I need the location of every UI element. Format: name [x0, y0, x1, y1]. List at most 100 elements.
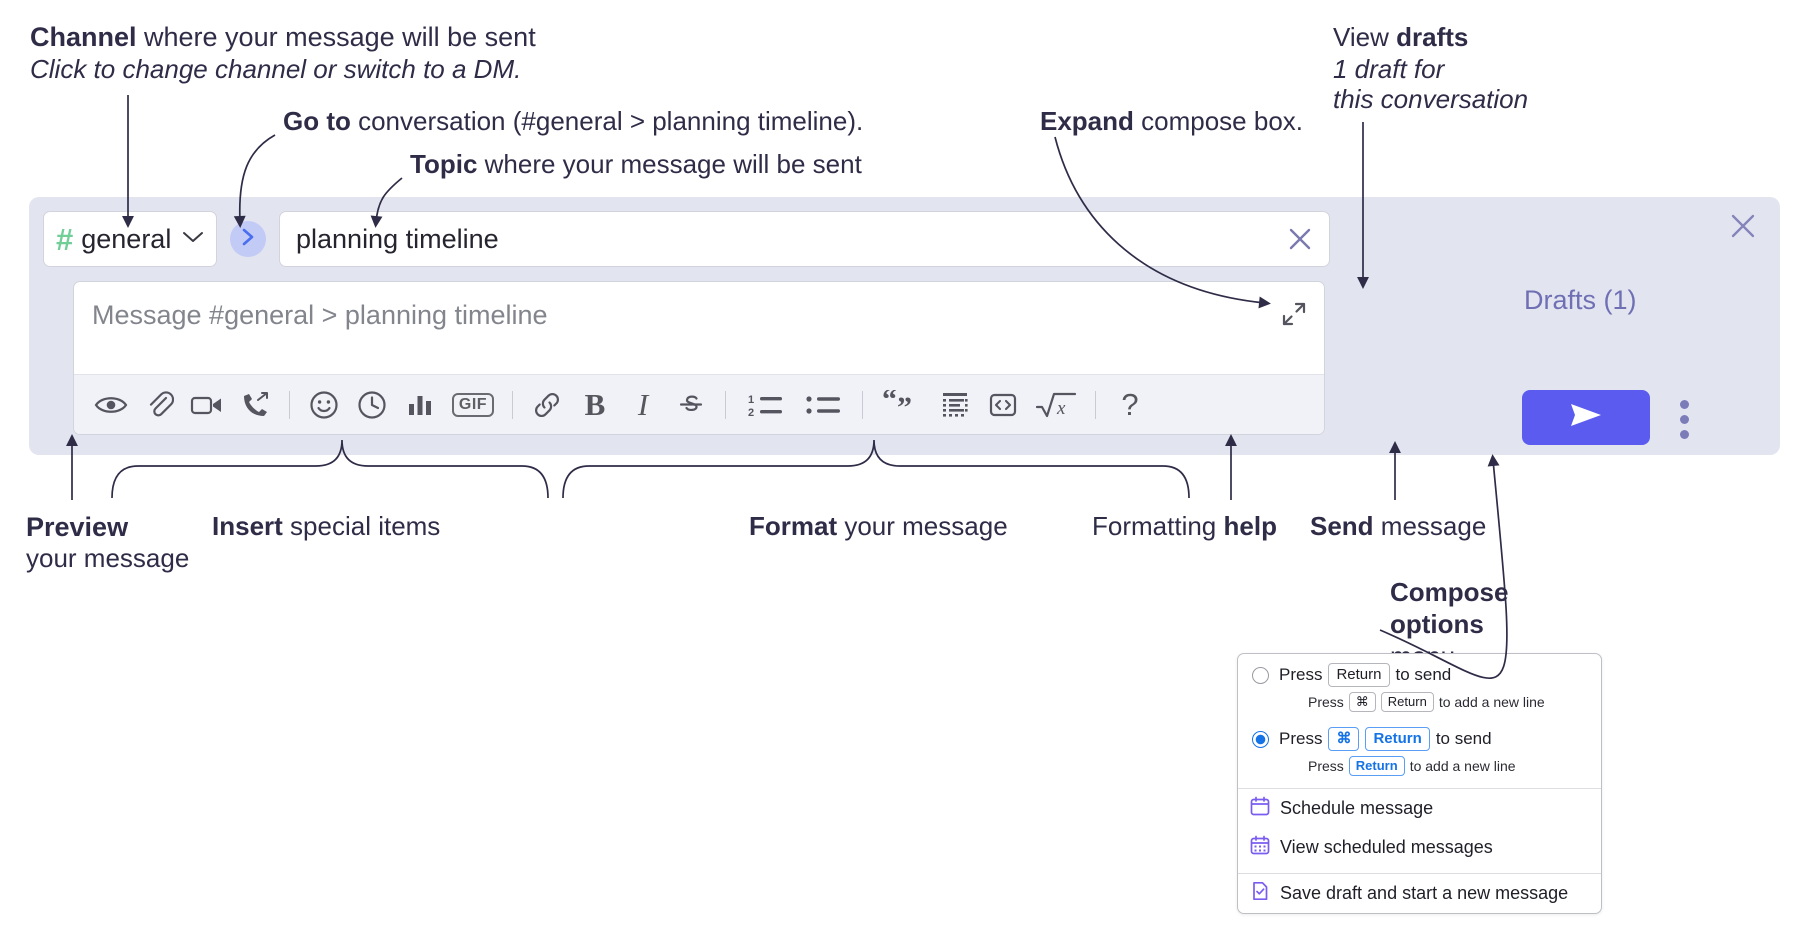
opt2-sub-post: to add a new line: [1409, 757, 1516, 774]
opt1-post: to send: [1395, 665, 1452, 685]
opt2-key-cmd: ⌘: [1328, 726, 1360, 752]
annotation-expand-rest: compose box.: [1133, 106, 1304, 136]
video-icon[interactable]: [184, 383, 230, 427]
annotation-send: Send message: [1310, 510, 1486, 543]
annotation-topic: Topic where your message will be sent: [410, 148, 862, 181]
paperclip-icon[interactable]: [136, 383, 182, 427]
send-option-return[interactable]: Press Return to send Press ⌘ Return to a…: [1238, 654, 1601, 718]
annotation-send-rest: message: [1373, 511, 1487, 541]
annotation-drafts-sub1-text: 1 draft for: [1333, 54, 1445, 84]
radio-cmd-return[interactable]: [1252, 730, 1269, 748]
code-block-icon[interactable]: [932, 383, 978, 427]
annotation-insert-rest: special items: [282, 511, 441, 541]
link-icon[interactable]: [524, 383, 570, 427]
svg-text:x: x: [1056, 398, 1066, 419]
document-check-icon: [1250, 881, 1270, 906]
kebab-dot-3: [1680, 430, 1689, 439]
annotation-insert: Insert special items: [212, 510, 440, 543]
toolbar-divider: [289, 390, 290, 419]
annotation-drafts-sub2: this conversation: [1333, 83, 1528, 116]
opt1-sub-key-return: Return: [1380, 692, 1434, 712]
menu-item-label: View scheduled messages: [1280, 836, 1493, 857]
annotation-drafts: View drafts: [1333, 21, 1468, 54]
message-input-area[interactable]: Message #general > planning timeline: [73, 281, 1325, 435]
annotation-preview: Preview: [26, 510, 128, 545]
toolbar-divider-2: [512, 390, 513, 419]
compose-options-menu: Press Return to send Press ⌘ Return to a…: [1237, 653, 1602, 914]
send-option-cmd-return[interactable]: Press ⌘ Return to send Press Return to a…: [1238, 718, 1601, 782]
emoji-icon[interactable]: [301, 383, 347, 427]
menu-item-save-draft[interactable]: Save draft and start a new message: [1238, 874, 1601, 913]
svg-text:”: ”: [897, 391, 912, 420]
message-placeholder: Message #general > planning timeline: [92, 300, 548, 330]
annotation-compose-line2: options: [1390, 609, 1484, 639]
send-option-cmd-return-sub: Press Return to add a new line: [1308, 756, 1516, 776]
opt1-sub-post: to add a new line: [1438, 694, 1545, 711]
svg-text:2: 2: [748, 407, 754, 419]
calendar-icon: [1250, 796, 1270, 821]
annotation-format: Format your message: [749, 510, 1008, 543]
chevron-right-icon: [240, 227, 256, 252]
code-icon[interactable]: [980, 383, 1026, 427]
eye-icon[interactable]: [88, 383, 134, 427]
send-button[interactable]: [1522, 390, 1650, 445]
drafts-link[interactable]: Drafts (1): [1524, 285, 1637, 315]
annotation-goto-rest: conversation (#general > planning timeli…: [350, 106, 864, 136]
close-icon[interactable]: [1728, 211, 1758, 246]
bulleted-list-icon[interactable]: [795, 383, 851, 427]
annotation-drafts-pre: View: [1333, 22, 1397, 52]
blockquote-icon[interactable]: “”: [874, 383, 930, 427]
clear-topic-icon[interactable]: [1285, 224, 1315, 254]
annotation-insert-strong: Insert: [212, 511, 283, 541]
kebab-dot-1: [1680, 400, 1689, 409]
gif-icon[interactable]: GIF: [445, 383, 501, 427]
annotation-compose-line1: Compose: [1390, 577, 1509, 607]
annotation-channel: Channel where your message will be sent: [30, 20, 536, 55]
annotation-channel-sub-text: Click to change channel or switch to a D…: [30, 54, 522, 84]
radio-return[interactable]: [1252, 667, 1269, 684]
expand-compose-icon[interactable]: [1280, 300, 1308, 333]
menu-item-view-scheduled[interactable]: View scheduled messages: [1238, 828, 1601, 867]
send-icon: [1563, 398, 1609, 437]
send-option-return-sub: Press ⌘ Return to add a new line: [1308, 692, 1545, 712]
phone-forward-icon[interactable]: [232, 383, 278, 427]
opt1-pre: Press: [1279, 665, 1323, 685]
compose-widget: # general planning timeline Message #gen…: [29, 197, 1780, 455]
goto-conversation-button[interactable]: [230, 221, 266, 257]
opt1-sub-key-cmd: ⌘: [1348, 692, 1376, 712]
topic-field[interactable]: planning timeline: [279, 211, 1330, 267]
annotation-channel-rest: where your message will be sent: [136, 22, 536, 52]
annotation-drafts-sub1: 1 draft for: [1333, 53, 1444, 86]
clock-icon[interactable]: [349, 383, 395, 427]
calendar-grid-icon: [1250, 835, 1270, 860]
strikethrough-icon[interactable]: [668, 383, 714, 427]
menu-item-label: Save draft and start a new message: [1280, 882, 1569, 903]
send-option-return-label: Press Return to send: [1279, 663, 1545, 688]
channel-selector[interactable]: # general: [43, 211, 217, 267]
annotation-preview-sub: your message: [26, 542, 189, 575]
math-icon[interactable]: x: [1028, 383, 1084, 427]
annotation-format-rest: your message: [837, 511, 1008, 541]
toolbar-divider-3: [725, 390, 726, 419]
send-option-cmd-return-label: Press ⌘ Return to send: [1279, 726, 1516, 752]
bold-icon[interactable]: B: [572, 383, 618, 427]
opt1-sub-pre: Press: [1308, 694, 1344, 711]
help-icon[interactable]: ?: [1107, 383, 1153, 427]
opt2-sub-pre: Press: [1308, 757, 1344, 774]
help-label: ?: [1121, 386, 1139, 422]
annotation-preview-sub-text: your message: [26, 543, 190, 573]
poll-icon[interactable]: [397, 383, 443, 427]
menu-divider-1: [1238, 787, 1601, 789]
compose-options-menu-button[interactable]: [1680, 400, 1689, 439]
annotation-goto-strong: Go to: [283, 106, 351, 136]
gif-label: GIF: [451, 392, 495, 417]
kebab-dot-2: [1680, 415, 1689, 424]
compose-header-row: # general planning timeline: [43, 211, 1330, 267]
channel-name-label: general: [81, 223, 172, 254]
italic-icon[interactable]: I: [620, 383, 666, 427]
svg-text:“: “: [882, 390, 897, 416]
opt2-sub-key-return: Return: [1348, 756, 1405, 776]
menu-item-schedule-message[interactable]: Schedule message: [1238, 789, 1601, 828]
